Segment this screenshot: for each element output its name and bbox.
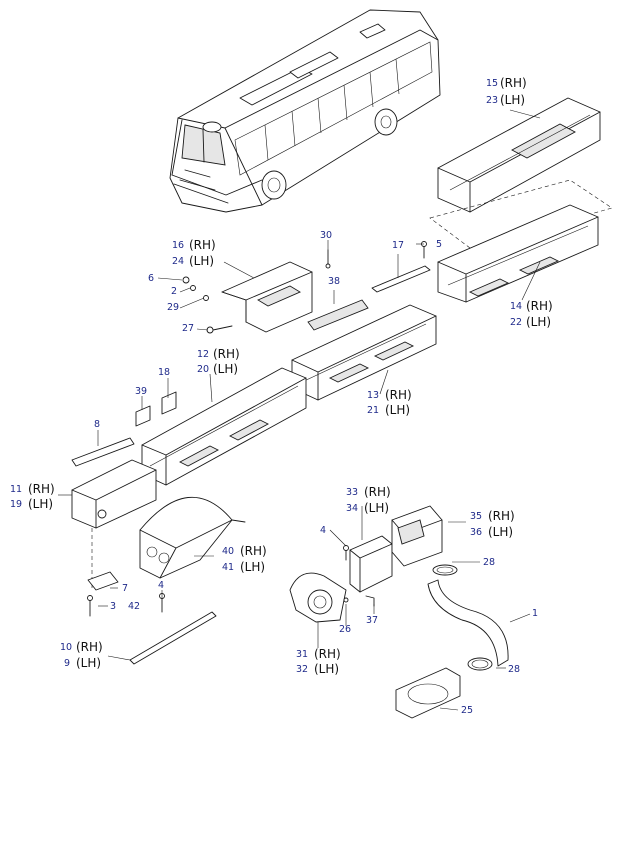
callout-17-number: 17 [392, 240, 405, 251]
part-12-duct [135, 367, 307, 486]
callout-38-number: 38 [328, 276, 341, 287]
callout-23-number: 23 [486, 95, 499, 106]
callout-28-upper-number: 28 [483, 557, 496, 568]
callout-4-number: 4 [320, 525, 327, 536]
callout-22-number: 22 [510, 317, 523, 328]
callout-13-side: (RH) [385, 388, 412, 402]
callout-7-number: 7 [122, 583, 129, 594]
callout-39-number: 39 [135, 386, 148, 397]
callout-16-number: 16 [172, 240, 185, 251]
callout-12-side: (RH) [213, 347, 240, 361]
callout-18-number: 18 [158, 367, 171, 378]
callout-41-side: (LH) [240, 560, 266, 574]
callout-4-lower-number: 4 [158, 580, 165, 591]
part-40-cover [139, 496, 246, 579]
callout-14-side: (RH) [526, 299, 553, 313]
callout-3-number: 3 [110, 601, 117, 612]
callout-20-number: 20 [197, 364, 210, 375]
callout-35-side: (RH) [488, 509, 515, 523]
hose-assembly [395, 564, 509, 719]
callout-40-number: 40 [222, 546, 235, 557]
callout-33-number: 33 [346, 487, 359, 498]
bus-illustration [169, 9, 441, 213]
callout-27-number: 27 [182, 323, 195, 334]
part-13-duct [291, 304, 437, 401]
callout-19-number: 19 [10, 499, 23, 510]
callout-32-number: 32 [296, 664, 309, 675]
callout-33-side: (RH) [364, 485, 391, 499]
callout-15-side: (RH) [500, 76, 527, 90]
callout-21-side: (LH) [385, 403, 411, 417]
callout-36-side: (LH) [488, 525, 514, 539]
callout-1-number: 1 [532, 608, 539, 619]
callout-9-number: 9 [64, 658, 71, 669]
callout-19-side: (LH) [28, 497, 54, 511]
callout-11-number: 11 [10, 484, 23, 495]
callout-2-number: 2 [171, 286, 178, 297]
part-14-duct [437, 204, 599, 303]
bracket-parts-bottom-left [87, 571, 217, 665]
callout-36-number: 36 [470, 527, 483, 538]
callout-25-number: 25 [461, 705, 474, 716]
callout-29-number: 29 [167, 302, 180, 313]
blower-assembly [289, 505, 443, 623]
callout-9-side: (LH) [76, 656, 102, 670]
callout-32-side: (LH) [314, 662, 340, 676]
callout-16-side: (RH) [189, 238, 216, 252]
callout-31-side: (RH) [314, 647, 341, 661]
callout-42-number: 42 [128, 601, 141, 612]
callout-20-side: (LH) [213, 362, 239, 376]
callout-10-number: 10 [60, 642, 73, 653]
callout-30-number: 30 [320, 230, 333, 241]
part-11-end-duct [71, 437, 157, 590]
callout-34-number: 34 [346, 503, 359, 514]
callout-5-number: 5 [436, 239, 443, 250]
callout-10-side: (RH) [76, 640, 103, 654]
callout-40-side: (RH) [240, 544, 267, 558]
callout-14-number: 14 [510, 301, 523, 312]
part-15-floor-duct [429, 97, 613, 249]
callout-22-side: (LH) [526, 315, 552, 329]
callout-31-number: 31 [296, 649, 309, 660]
leader-lines [58, 109, 541, 711]
callout-13-number: 13 [367, 390, 380, 401]
callout-26-number: 26 [339, 624, 352, 635]
callout-12-number: 12 [197, 349, 210, 360]
callout-6-number: 6 [148, 273, 155, 284]
callout-28-lower-number: 28 [508, 664, 521, 675]
callout-15-number: 15 [486, 78, 499, 89]
callout-24-number: 24 [172, 256, 185, 267]
part-16-elbow-duct [221, 261, 313, 333]
callout-21-number: 21 [367, 405, 380, 416]
callout-37-number: 37 [366, 615, 379, 626]
callout-41-number: 41 [222, 562, 235, 573]
callout-34-side: (LH) [364, 501, 390, 515]
callout-23-side: (LH) [500, 93, 526, 107]
callout-11-side: (RH) [28, 482, 55, 496]
callout-24-side: (LH) [189, 254, 215, 268]
callout-8-number: 8 [94, 419, 101, 430]
callout-35-number: 35 [470, 511, 483, 522]
